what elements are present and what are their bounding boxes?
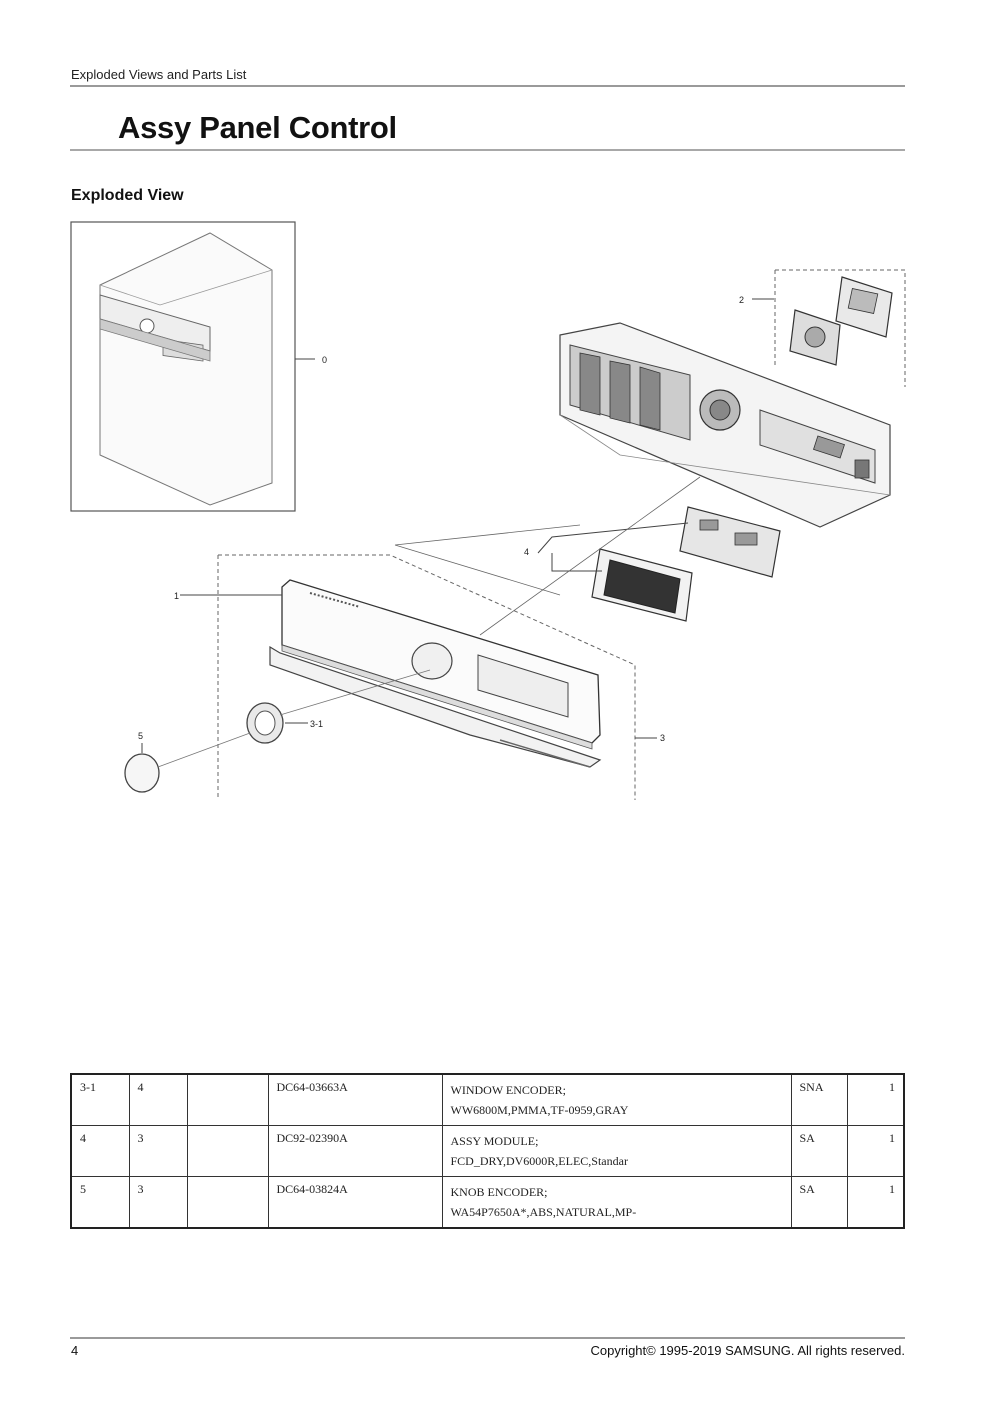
- table-row: 4 3 DC92-02390A ASSY MODULE; FCD_DRY,DV6…: [70, 1125, 905, 1177]
- cell-status: SNA: [790, 1073, 848, 1126]
- part-2-group: [752, 269, 906, 387]
- copyright-notice: Copyright© 1995-2019 SAMSUNG. All rights…: [590, 1343, 906, 1358]
- cell-level: 3: [128, 1125, 188, 1177]
- callout-5: 5: [138, 731, 143, 741]
- cell-empty: [186, 1125, 269, 1177]
- cell-description: KNOB ENCODER; WA54P7650A*,ABS,NATURAL,MP…: [441, 1176, 792, 1229]
- title-rule: [70, 149, 905, 151]
- description-line: ASSY MODULE;: [450, 1134, 539, 1148]
- cell-location: 3-1: [70, 1073, 130, 1126]
- header-rule: [70, 85, 905, 87]
- rear-panel-frame: [559, 322, 891, 528]
- cell-status: SA: [790, 1125, 848, 1177]
- callout-3: 3: [660, 733, 665, 743]
- cell-empty: [186, 1073, 269, 1126]
- callout-1: 1: [174, 591, 179, 601]
- section-subtitle: Exploded View: [71, 187, 184, 204]
- part-4-group: [537, 506, 781, 622]
- cell-location: 5: [70, 1176, 130, 1229]
- description-line: WINDOW ENCODER;: [450, 1083, 566, 1097]
- description-line: KNOB ENCODER;: [450, 1185, 548, 1199]
- cell-location: 4: [70, 1125, 130, 1177]
- cell-description: WINDOW ENCODER; WW6800M,PMMA,TF-0959,GRA…: [441, 1073, 792, 1126]
- cell-code: DC64-03824A: [267, 1176, 443, 1229]
- callout-2: 2: [739, 295, 744, 305]
- footer-rule: [70, 1337, 905, 1339]
- cell-level: 3: [128, 1176, 188, 1229]
- cell-status: SA: [790, 1176, 848, 1229]
- inset-appliance: [70, 221, 315, 512]
- description-line: WW6800M,PMMA,TF-0959,GRAY: [450, 1103, 629, 1117]
- window-encoder-ring: [246, 669, 431, 744]
- cell-code: DC64-03663A: [267, 1073, 443, 1126]
- cell-code: DC92-02390A: [267, 1125, 443, 1177]
- page-number: 4: [71, 1343, 79, 1358]
- cell-quantity: 1: [846, 1073, 905, 1126]
- page-title: Assy Panel Control: [118, 110, 397, 145]
- description-line: FCD_DRY,DV6000R,ELEC,Standar: [450, 1154, 628, 1168]
- callout-0: 0: [322, 355, 327, 365]
- cell-empty: [186, 1176, 269, 1229]
- callout-4: 4: [524, 547, 529, 557]
- description-line: WA54P7650A*,ABS,NATURAL,MP-: [450, 1205, 637, 1219]
- cell-quantity: 1: [846, 1125, 905, 1177]
- front-control-panel: [180, 579, 602, 768]
- section-header: Exploded Views and Parts List: [71, 67, 247, 82]
- cell-quantity: 1: [846, 1176, 905, 1229]
- cell-description: ASSY MODULE; FCD_DRY,DV6000R,ELEC,Standa…: [441, 1125, 792, 1177]
- knob-encoder: [124, 732, 251, 793]
- table-row: 3-1 4 DC64-03663A WINDOW ENCODER; WW6800…: [70, 1073, 905, 1126]
- table-row: 5 3 DC64-03824A KNOB ENCODER; WA54P7650A…: [70, 1176, 905, 1229]
- part-3-group: [217, 554, 657, 800]
- callout-3-1: 3-1: [310, 719, 323, 729]
- parts-table: 3-1 4 DC64-03663A WINDOW ENCODER; WW6800…: [70, 1073, 905, 1229]
- exploded-view-diagram: 0 2 4 1 5 3-1 3: [70, 221, 906, 800]
- cell-level: 4: [128, 1073, 188, 1126]
